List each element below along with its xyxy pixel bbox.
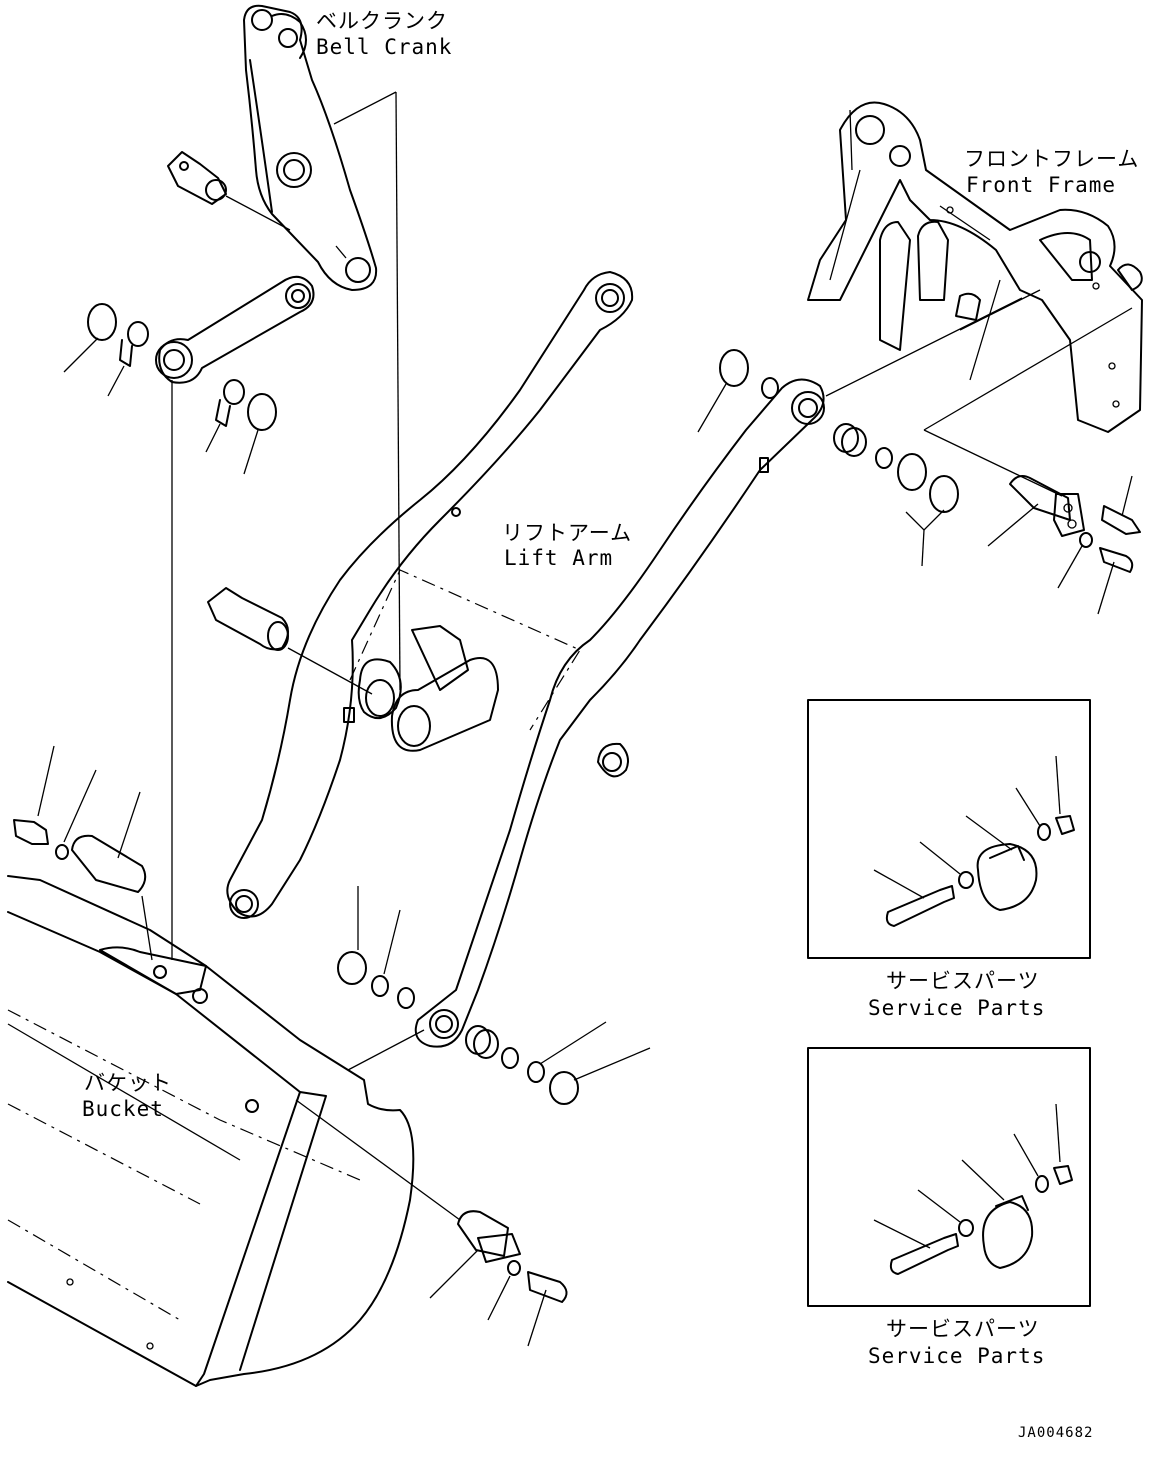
bell-crank-label-jp: ベルクランク <box>316 9 448 33</box>
service-parts-1-label-jp: サービスパーツ <box>886 969 1040 993</box>
assembly-leaders <box>171 91 1133 1071</box>
bell-crank-link <box>155 275 315 384</box>
bell-crank <box>243 4 378 291</box>
bucket <box>7 875 461 1387</box>
bucket-pin-right <box>429 1210 568 1347</box>
bell-crank-pin <box>167 151 291 231</box>
link-seal-parts <box>63 303 277 475</box>
lower-pin-set <box>337 886 651 1105</box>
lift-arm-pin <box>207 587 373 695</box>
bucket-pin-left <box>13 745 153 961</box>
front-frame-label-jp: フロントフレーム <box>964 147 1140 171</box>
upper-pin-set <box>697 349 1141 615</box>
lift-arm-label-en: Lift Arm <box>504 546 614 570</box>
service-parts-1-label-en: Service Parts <box>868 996 1046 1020</box>
service-parts-box-1 <box>807 699 1091 959</box>
bucket-label-en: Bucket <box>82 1097 164 1121</box>
front-frame <box>807 101 1143 433</box>
bell-crank-label-en: Bell Crank <box>316 35 453 59</box>
service-parts-2-label-en: Service Parts <box>868 1344 1046 1368</box>
bucket-label-jp: バケット <box>84 1071 172 1095</box>
service-parts-2-label-jp: サービスパーツ <box>886 1317 1040 1341</box>
drawing-code: JA004682 <box>1018 1425 1094 1441</box>
front-frame-label-en: Front Frame <box>966 173 1117 197</box>
lift-arm-label-jp: リフトアーム <box>502 521 633 545</box>
service-parts-box-2 <box>807 1047 1091 1307</box>
lift-arm <box>226 271 825 1048</box>
